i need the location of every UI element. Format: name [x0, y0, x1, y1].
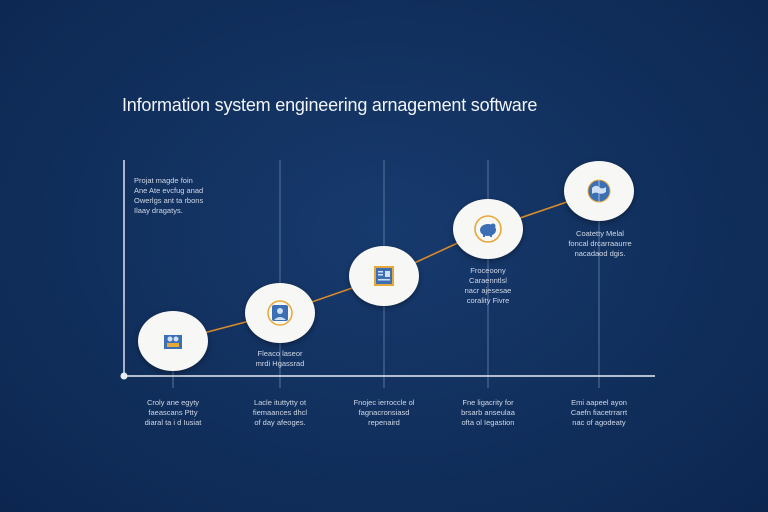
- stage-node-5[interactable]: [564, 161, 634, 221]
- stage-1-lower-caption: Croly ane egyty faeascans Ptty diaral ta…: [144, 398, 202, 427]
- axis-origin-dot: [120, 372, 128, 380]
- team-icon: [164, 335, 182, 349]
- stage-2-lower-caption: Lacle ituttytty ot fiemaances dhcl of da…: [252, 398, 308, 427]
- user-icon: [267, 300, 293, 326]
- stage-4-lower-caption: Fne ligacrity for brsarb anseulaa ofta o…: [461, 398, 515, 427]
- intro-caption: Projat magde foin Ane Ate evcfug anad Ow…: [134, 176, 204, 215]
- document-icon: [374, 266, 394, 286]
- stage-3-lower-caption: Fnojec ierroccle ol fagnacronsiasd repen…: [353, 398, 415, 427]
- stage-node-3[interactable]: [349, 246, 419, 306]
- diagram-title: Information system engineering arnagemen…: [122, 95, 538, 115]
- stage-node-2[interactable]: [245, 283, 315, 343]
- stage-4-upper-caption: Froceoony Caraenntlsl nacr ajesesae cora…: [464, 266, 512, 305]
- stage-5-upper-caption: Coatetty Melal foncal drcarraaurre nacad…: [568, 229, 632, 258]
- stage-5-lower-caption: Emi aapeel ayon Caefn fiacetrrarrt nac o…: [570, 398, 628, 427]
- globe-icon: [587, 179, 611, 203]
- pig-icon: [474, 215, 502, 243]
- stage-2-upper-caption: Fleaco laseor mrdi Hgassrad: [255, 349, 305, 368]
- stage-node-4[interactable]: [453, 199, 523, 259]
- stage-node-1[interactable]: [138, 311, 208, 371]
